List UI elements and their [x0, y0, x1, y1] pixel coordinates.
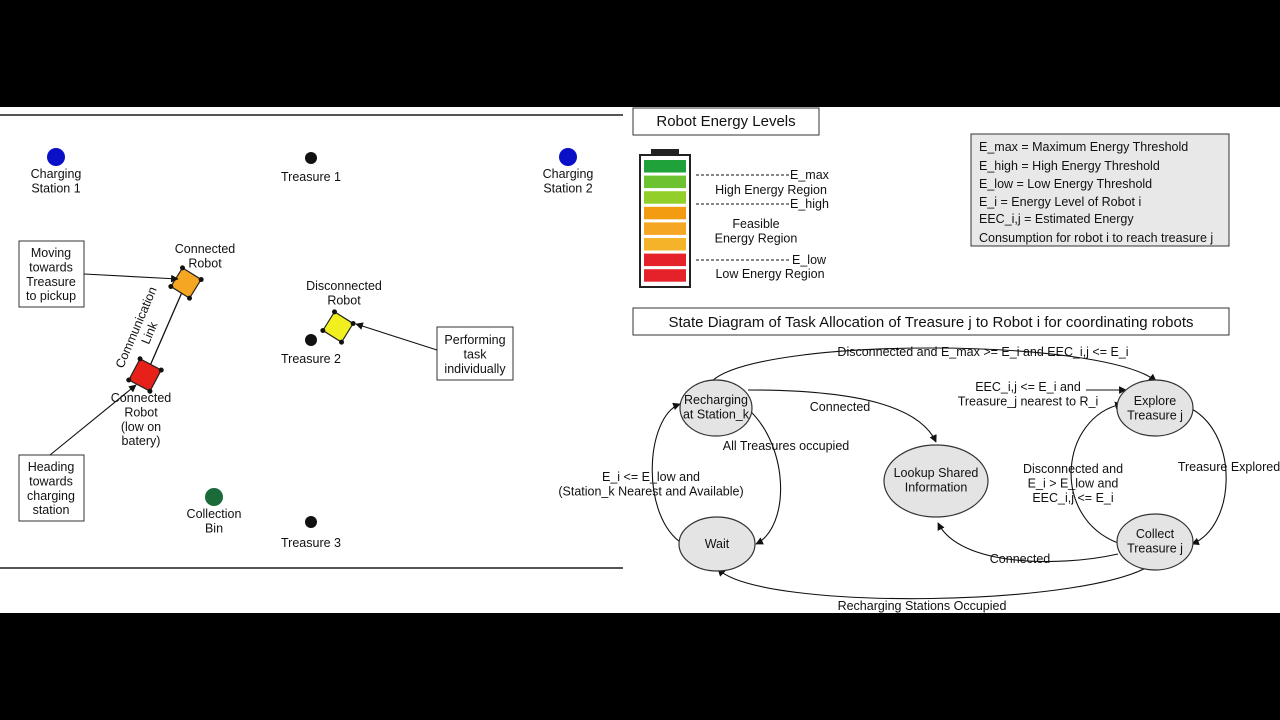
legend-line-ehigh: E_high = High Energy Threshold — [979, 159, 1160, 173]
battery-cell — [644, 160, 686, 173]
edge-treasure-explored-label: Treasure Explored — [1178, 460, 1280, 474]
edge-recharging-to-lookup — [747, 389, 937, 443]
charging-station-1-marker — [47, 148, 65, 166]
note-heading-arrow — [49, 384, 137, 456]
node-lookup — [883, 444, 989, 518]
communication-link-line — [145, 282, 187, 376]
battery-cell — [644, 175, 686, 189]
battery-terminal — [651, 149, 679, 155]
treasure-3-marker — [305, 516, 317, 528]
edge-collect-to-lookup — [937, 522, 1119, 563]
legend-line-eec: EEC_i,j = Estimated Energy — [979, 212, 1134, 226]
node-wait — [678, 516, 756, 572]
battery-body — [639, 154, 691, 288]
battery-cell — [644, 222, 686, 235]
collection-bin-marker — [205, 488, 223, 506]
edge-explore-to-collect — [1191, 408, 1227, 546]
note-moving-box — [18, 240, 85, 308]
edge-recharging-occupied-label: Recharging Stations Occupied — [838, 599, 1007, 613]
node-recharging — [679, 379, 753, 437]
edge-collect-to-wait — [717, 561, 1156, 600]
legend-line-ei: E_i = Energy Level of Robot i — [979, 195, 1141, 209]
edge-recharging-to-wait — [747, 408, 782, 545]
edge-all-occupied-label: All Treasures occupied — [723, 439, 850, 453]
e-low-label: E_low — [792, 253, 827, 267]
legend-line-consumption: Consumption for robot i to reach treasur… — [979, 231, 1213, 245]
treasure-1-label: Treasure 1 — [281, 170, 341, 184]
treasure-2-marker — [305, 334, 317, 346]
state-diagram-title: State Diagram of Task Allocation of Trea… — [669, 314, 1194, 331]
energy-panel: Robot Energy Levels E_max E_high E_low H… — [632, 107, 830, 288]
edge-top-label: Disconnected and E_max >= E_i and EEC_i,… — [837, 345, 1128, 359]
state-diagram-panel: State Diagram of Task Allocation of Trea… — [558, 307, 1280, 613]
battery-cells — [644, 160, 686, 282]
battery-cell — [644, 206, 686, 220]
battery-cell — [644, 269, 686, 282]
node-collect — [1116, 513, 1194, 571]
treasure-2-label: Treasure 2 — [281, 352, 341, 366]
battery-cell — [644, 238, 686, 251]
legend-line-elow: E_low = Low Energy Threshold — [979, 177, 1152, 191]
note-moving-arrow — [83, 273, 179, 283]
note-performing-box — [436, 326, 514, 381]
state-diagram-title-box — [632, 307, 1230, 336]
edge-collect-to-explore — [1070, 401, 1123, 544]
charging-station-2-marker — [559, 148, 577, 166]
e-max-label: E_max — [790, 168, 830, 182]
treasure-1-marker — [305, 152, 317, 164]
energy-title-box — [632, 107, 820, 136]
edge-wait-to-recharging — [651, 402, 684, 545]
node-wait-label: Wait — [705, 537, 730, 551]
connected-robot-low — [126, 356, 164, 394]
note-performing-arrow — [355, 322, 438, 351]
node-explore — [1116, 379, 1194, 437]
low-region-label: Low Energy Region — [715, 267, 824, 281]
energy-title: Robot Energy Levels — [656, 113, 795, 130]
edge-connected-1-label: Connected — [810, 400, 871, 414]
e-high-label: E_high — [790, 197, 829, 211]
connected-robot-top — [168, 265, 204, 301]
edge-ei-elow-label: E_i <= E_low and(Station_k Nearest and A… — [558, 470, 743, 498]
legend-line-emax: E_max = Maximum Energy Threshold — [979, 140, 1188, 154]
treasure-3-label: Treasure 3 — [281, 536, 341, 550]
legend-box — [970, 133, 1230, 247]
battery-cell — [644, 253, 686, 267]
edge-recharging-to-explore — [711, 347, 1157, 382]
legend-panel: E_max = Maximum Energy Threshold E_high … — [970, 133, 1230, 247]
edge-connected-2-label: Connected — [990, 552, 1051, 566]
battery-cell — [644, 191, 686, 204]
note-heading-box — [18, 454, 85, 522]
high-region-label: High Energy Region — [715, 183, 827, 197]
disconnected-robot — [320, 309, 356, 345]
